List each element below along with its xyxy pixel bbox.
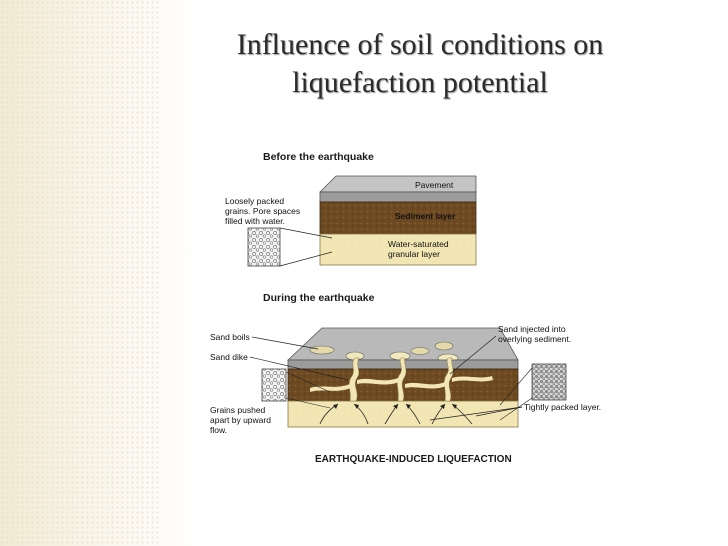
pavement-label: Pavement — [415, 180, 454, 190]
sand-boil — [309, 345, 335, 355]
inset-pointer-line — [279, 227, 333, 239]
water-label-line-2: granular layer — [388, 249, 440, 259]
inset-pointer-line — [285, 371, 331, 393]
inset-pointer-line — [499, 397, 533, 421]
arrow-head — [440, 404, 445, 409]
pushed-grains-inset — [261, 368, 287, 402]
inset-pointer-line — [499, 367, 533, 406]
before-sediment-layer — [319, 201, 477, 235]
inset-pointer-line — [279, 251, 333, 267]
during-granular-layer — [287, 400, 519, 428]
grains-label-line-3: filled with water. — [225, 216, 285, 226]
sand-dike-label: Sand dike — [210, 352, 248, 362]
before-granular-layer — [319, 233, 477, 266]
injected-label-line-2: overlying sediment. — [498, 334, 571, 344]
sediment-label: Sediment layer — [395, 211, 456, 221]
tight-label: Tightly packed layer. — [524, 402, 601, 412]
injected-label-line-1: Sand injected into — [498, 324, 566, 334]
sand-sill — [452, 376, 493, 382]
arrow-head — [333, 404, 338, 409]
before-heading: Before the earthquake — [263, 151, 374, 163]
pointer-line — [449, 335, 497, 375]
arrow-head — [393, 404, 398, 409]
pointer-line — [429, 406, 523, 421]
before-pavement-layer — [319, 191, 477, 203]
slide-dot-pattern — [0, 0, 160, 546]
sand-boil — [434, 341, 454, 351]
sand-boils-label: Sand boils — [210, 332, 250, 342]
loose-grains-inset — [247, 227, 281, 267]
arrow-head — [452, 404, 457, 409]
sand-boil — [389, 351, 411, 361]
arrow-head — [406, 404, 411, 409]
figure-caption: EARTHQUAKE-INDUCED LIQUEFACTION — [315, 454, 512, 465]
sand-dike — [349, 357, 360, 402]
inset-pointer-line — [285, 397, 331, 409]
pointer-line — [475, 406, 523, 417]
grains-label-line-2: grains. Pore spaces — [225, 206, 300, 216]
title-line-1: Influence of soil conditions on — [236, 28, 604, 61]
pointer-line — [249, 356, 349, 381]
title-line-2: liquefaction potential — [292, 66, 548, 99]
arrow-head — [354, 404, 359, 409]
pushed-label-line-2: apart by upward — [210, 415, 271, 425]
during-heading: During the earthquake — [263, 292, 375, 304]
grains-label-line-1: Loosely packed — [225, 196, 284, 206]
slide-title: Influence of soil conditions on liquefac… — [150, 26, 690, 102]
sand-sill — [405, 382, 446, 389]
pushed-label-line-3: flow. — [210, 425, 227, 435]
sand-boil — [410, 347, 430, 355]
tight-grains-inset — [531, 363, 567, 401]
pointer-line — [251, 336, 319, 350]
sand-sill — [357, 378, 399, 385]
sand-sill — [310, 384, 351, 392]
sand-dike — [444, 357, 454, 402]
pushed-label-line-1: Grains pushed — [210, 405, 266, 415]
water-label-line-1: Water-saturated — [388, 239, 449, 249]
